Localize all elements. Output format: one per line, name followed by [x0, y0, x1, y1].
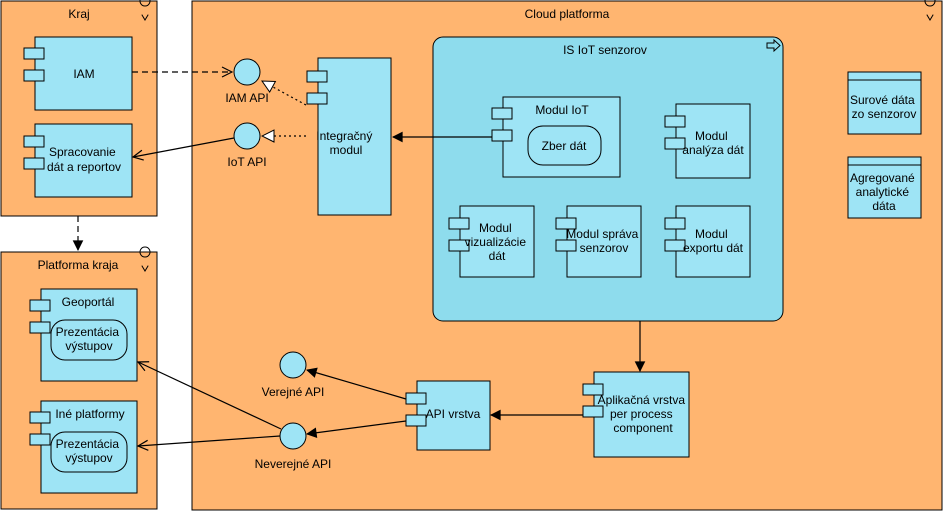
component-modul-iot[interactable]: Modul IoT Zber dát: [491, 96, 621, 178]
component-api-vrstva-label: API vrstva: [426, 407, 481, 421]
data-object-agregovane-label-3: dáta: [872, 199, 896, 213]
component-iam-label: IAM: [73, 67, 94, 81]
data-object-surove-data[interactable]: Surové dáta zo senzorov: [847, 71, 922, 135]
component-spracovanie-label-2: dát a reportov: [47, 160, 121, 174]
location-cloud-label: Cloud platforma: [525, 7, 610, 21]
data-object-agregovane-data[interactable]: Agregované analytické dáta: [847, 156, 922, 219]
component-iam[interactable]: IAM: [23, 36, 133, 111]
component-api-vrstva[interactable]: API vrstva: [405, 380, 491, 451]
interface-iot-api[interactable]: IoT API: [227, 122, 267, 169]
interface-iot-api-label: IoT API: [227, 155, 266, 169]
system-title: IS IoT senzorov: [563, 43, 647, 57]
function-prezentacia-label-1: Prezentácia: [56, 325, 120, 339]
interface-verejne-api-label: Verejné API: [262, 385, 325, 399]
svg-text:Modul správa senzorov: Modul správa senzorov: [566, 227, 641, 255]
svg-text:Modul exportu dát: Modul exportu dát: [683, 227, 744, 255]
function-prezentacia-2-label-1: Prezentácia: [56, 437, 120, 451]
component-aplikacna-label-2: per process: [610, 407, 673, 421]
svg-text:Prezentácia výstupov: Prezentácia výstupov: [56, 325, 123, 353]
edge-api-vrstva-to-verejne-api: [307, 370, 407, 400]
component-modul-sprava-senzorov[interactable]: Modul správa senzorov: [555, 205, 642, 278]
location-pin-icon: [139, 0, 151, 21]
component-aplikacna-label-3: component: [613, 421, 673, 435]
component-integracny-label-2: modul: [330, 143, 363, 157]
system-is-iot-senzorov[interactable]: IS IoT senzorov: [432, 36, 784, 322]
component-modul-exportu[interactable]: Modul exportu dát: [664, 205, 751, 278]
function-prezentacia-label-2: výstupov: [65, 339, 112, 353]
component-exportu-label-2: exportu dát: [683, 241, 744, 255]
component-analyza-label-1: Modul: [695, 129, 728, 143]
edge-neverejne-api-to-ine-platformy: [138, 435, 281, 446]
edge-neverejne-api-to-geoportal: [138, 362, 282, 430]
component-integracny-modul[interactable]: Integračný modul: [306, 57, 392, 216]
component-analyza-label-2: analýza dát: [682, 143, 744, 157]
svg-text:Aplikačná vrstva per pro: Aplikačná vrstva per process component: [598, 393, 689, 435]
interface-neverejne-api-label: Neverejné API: [255, 457, 332, 471]
interface-verejne-api[interactable]: Verejné API: [262, 351, 325, 399]
function-prezentacia-vystupov[interactable]: Prezentácia výstupov: [50, 319, 128, 361]
edge-iot-api-to-spracovanie: [133, 137, 235, 157]
interface-iam-api[interactable]: IAM API: [225, 58, 269, 105]
component-integracny-label-1: Integračný: [316, 129, 372, 143]
component-modul-iot-label: Modul IoT: [535, 103, 589, 117]
svg-text:Integračný modul: Integračný modul: [316, 129, 375, 157]
component-modul-analyza[interactable]: Modul analýza dát: [664, 103, 751, 179]
process-arrow-icon: [766, 38, 781, 53]
location-platforma-kraja-label: Platforma kraja: [38, 258, 119, 272]
function-prezentacia-2-label-2: výstupov: [65, 451, 112, 465]
component-aplikacna-label-1: Aplikačná vrstva: [598, 393, 686, 407]
component-spracovanie-label-1: Spracovanie: [49, 145, 116, 159]
function-zber-dat-label: Zber dát: [542, 139, 587, 153]
component-ine-platformy-label: Iné platformy: [55, 407, 124, 421]
component-vizualizacie-label-2: vizualizácie: [465, 235, 527, 249]
component-ine-platformy[interactable]: Iné platformy Prezentácia výstupov: [29, 400, 138, 494]
component-geoportal[interactable]: Geoportál Prezentácia výstupov: [29, 288, 138, 382]
component-modul-vizualizacie[interactable]: Modul vizualizácie dát: [448, 205, 535, 278]
component-vizualizacie-label-1: Modul: [479, 221, 512, 235]
svg-text:Spracovanie dát a report: Spracovanie dát a reportov: [47, 145, 121, 174]
component-geoportal-label: Geoportál: [62, 295, 115, 309]
component-exportu-label-1: Modul: [695, 227, 728, 241]
component-sprava-label-1: Modul správa: [566, 227, 638, 241]
component-aplikacna-vrstva[interactable]: Aplikačná vrstva per process component: [582, 371, 690, 458]
svg-text:Surové dáta zo senzorov: Surové dáta zo senzorov: [850, 93, 918, 121]
svg-text:Prezentácia výstupov: Prezentácia výstupov: [56, 437, 123, 465]
svg-text:Modul vizualizácie: Modul vizualizácie dát: [465, 221, 530, 263]
component-spracovanie[interactable]: Spracovanie dát a reportov: [23, 123, 133, 198]
function-zber-dat[interactable]: Zber dát: [527, 125, 602, 166]
interface-iam-api-label: IAM API: [225, 91, 268, 105]
data-object-agregovane-label-2: analytické: [856, 185, 910, 199]
component-vizualizacie-label-3: dát: [489, 249, 506, 263]
svg-text:Modul analýza dát: Modul analýza dát: [682, 129, 744, 157]
location-kraj-label: Kraj: [68, 7, 89, 21]
component-sprava-label-2: senzorov: [580, 241, 629, 255]
data-object-agregovane-label-1: Agregované: [850, 171, 915, 185]
data-object-surove-label-2: zo senzorov: [852, 107, 917, 121]
svg-text:Agregované analytické: Agregované analytické dáta: [850, 171, 918, 213]
edge-integracny-realizes-iam-api: [262, 81, 307, 106]
location-pin-icon: [924, 0, 936, 21]
function-prezentacia-vystupov-2[interactable]: Prezentácia výstupov: [50, 431, 128, 473]
data-object-surove-label-1: Surové dáta: [850, 93, 915, 107]
edge-api-vrstva-to-neverejne-api: [307, 420, 407, 434]
location-pin-icon: [139, 246, 151, 272]
